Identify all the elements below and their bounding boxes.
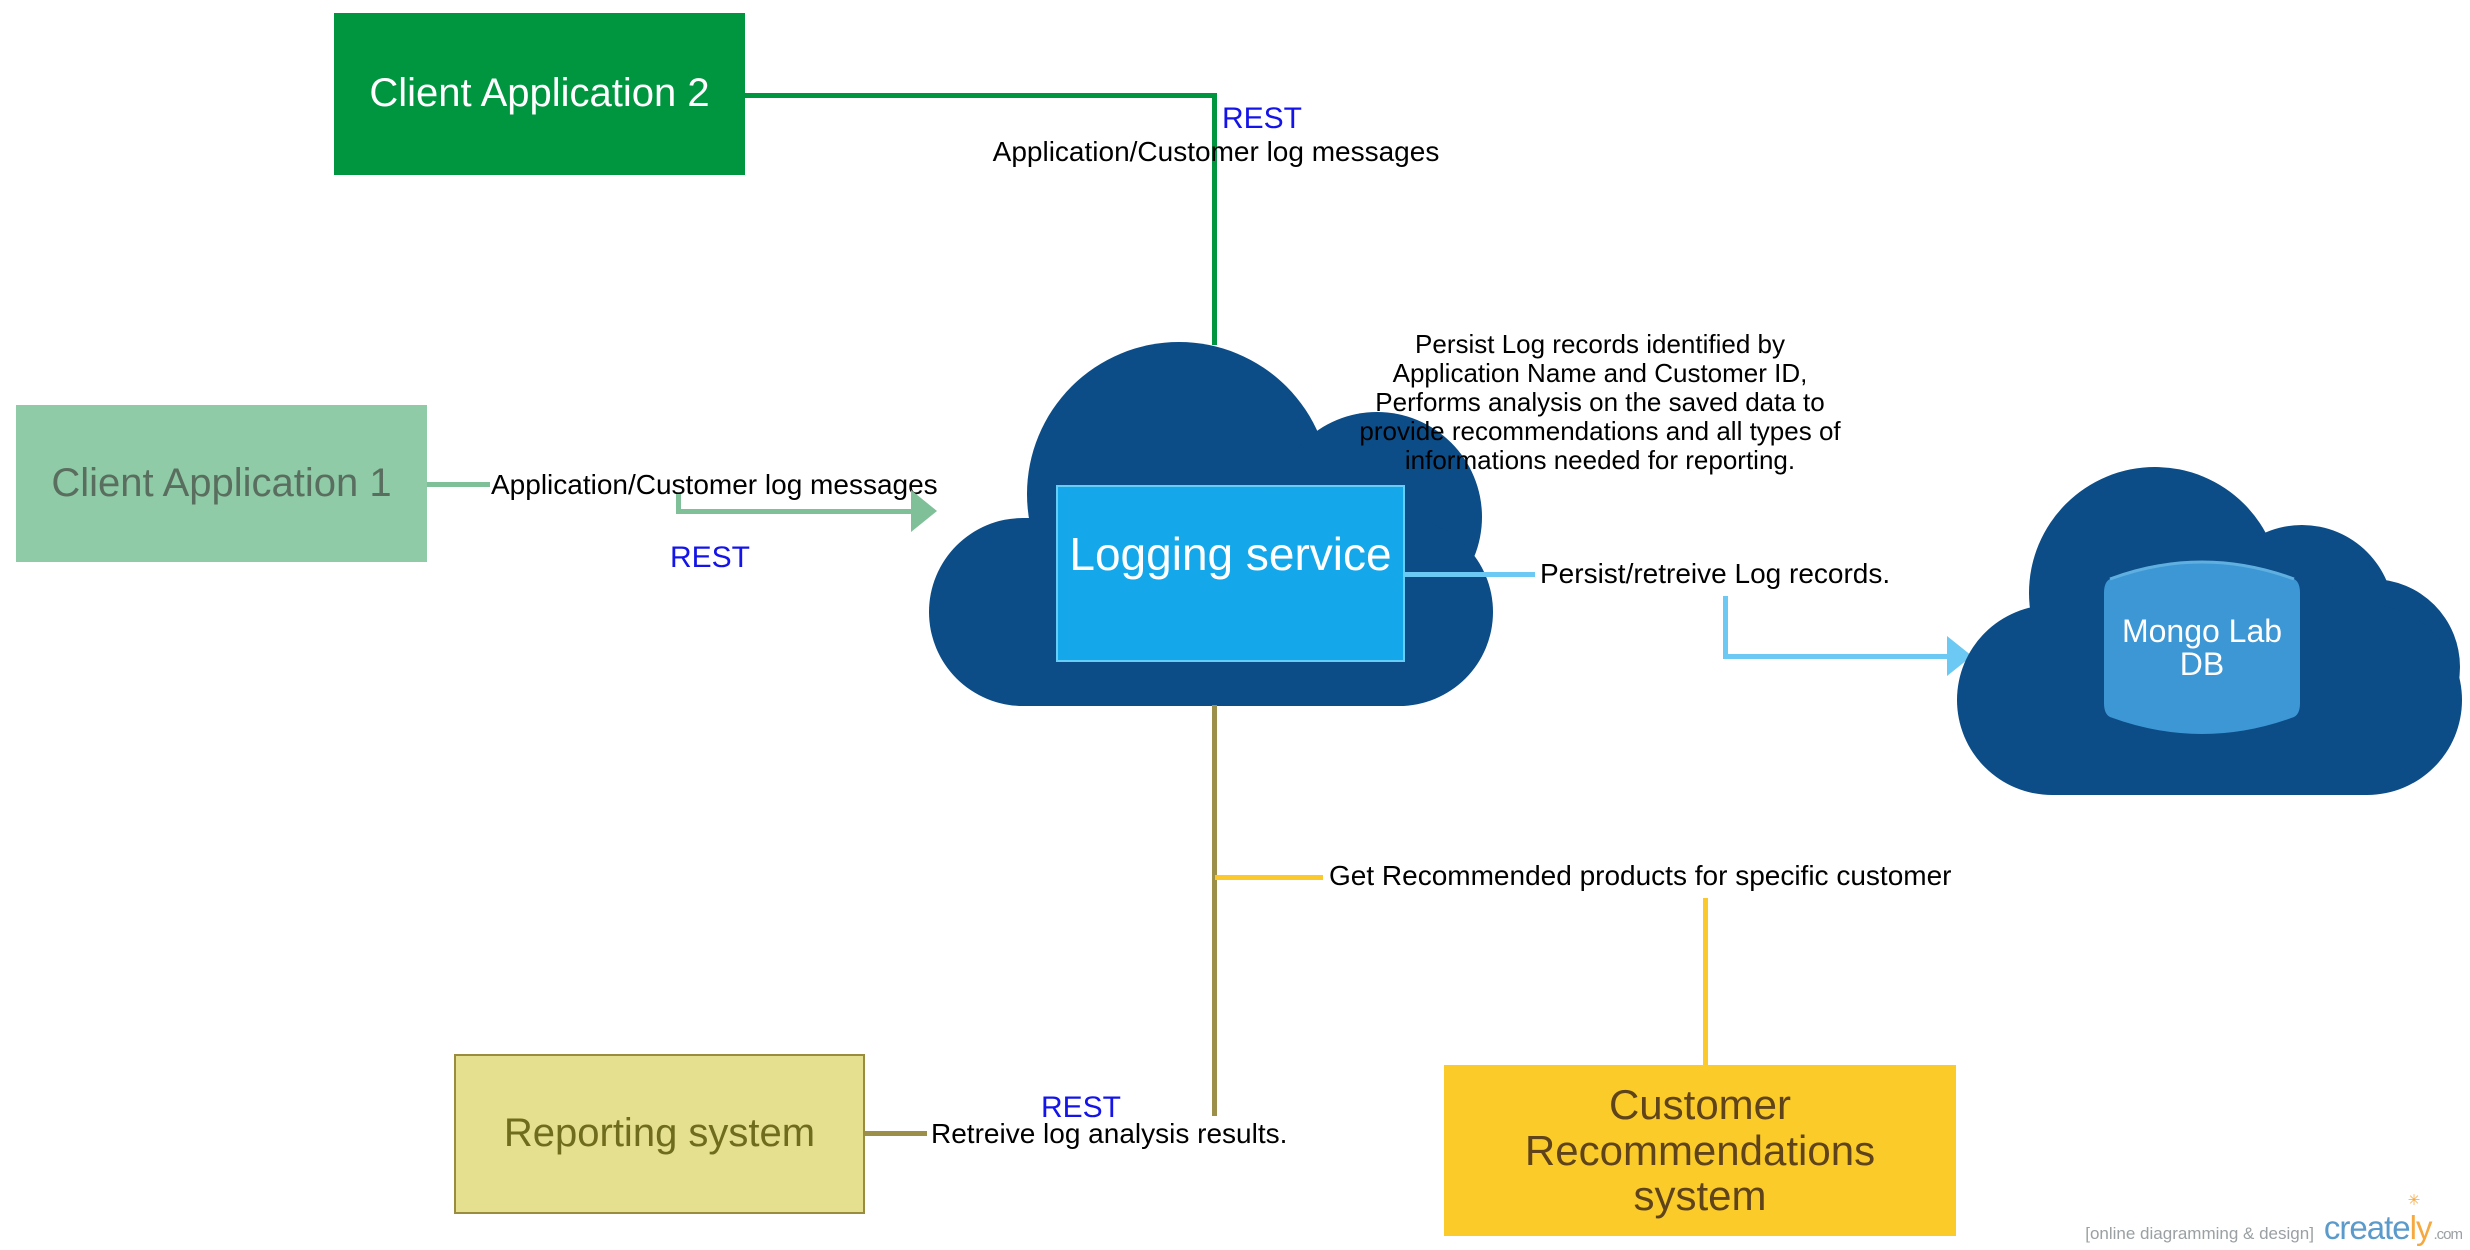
logging-service-label: Logging service <box>1069 527 1392 580</box>
logging-mongo-line-horizontal <box>1723 654 1949 659</box>
creately-brand-primary: create <box>2323 1209 2411 1246</box>
message-label-left: Application/Customer log messages <box>491 469 938 500</box>
logging-mongo-line-stub <box>1405 572 1535 577</box>
logging-reporting-line-vertical <box>1212 705 1217 1116</box>
logging-reporting-line-stub <box>865 1131 927 1136</box>
retreive-results-label: Retreive log analysis results. <box>931 1118 1288 1149</box>
rest-label-top: REST <box>1222 102 1303 135</box>
mongo-db-label: Mongo Lab DB <box>2121 613 2283 682</box>
creately-brand-secondary: ✳ly <box>2408 1193 2433 1246</box>
get-recommended-label: Get Recommended products for specific cu… <box>1329 860 1952 891</box>
rest-label-bottom: REST <box>1041 1091 1122 1124</box>
customer-recommendations-label: Customer Recommendations system <box>1524 1081 1876 1220</box>
logging-mongo-line-vertical <box>1723 596 1728 657</box>
customer-recommendations-node: Customer Recommendations system <box>1444 1065 1956 1236</box>
reporting-system-label: Reporting system <box>503 1111 816 1156</box>
client-application-2-node: Client Application 2 <box>334 13 745 175</box>
app2-logging-line-vertical <box>1212 93 1217 345</box>
app1-logging-line-horizontal <box>676 509 914 514</box>
note-text: Persist Log records identified by Applic… <box>1359 329 1841 475</box>
client-application-1-node: Client Application 1 <box>16 405 427 562</box>
watermark-prefix: [online diagramming & design] <box>2085 1224 2314 1243</box>
app1-logging-line-vertical <box>676 494 681 513</box>
logging-customer-line-vertical <box>1703 898 1708 1065</box>
rest-label-left: REST <box>670 541 751 574</box>
logging-customer-line-stub <box>1215 875 1323 880</box>
app1-logging-arrowhead-icon <box>911 490 937 532</box>
watermark-domain-suffix: .com <box>2433 1226 2462 1243</box>
watermark: [online diagramming & design] create✳ly.… <box>2085 1193 2463 1246</box>
client-application-2-label: Client Application 2 <box>369 71 710 116</box>
sparkle-icon: ✳ <box>2407 1192 2421 1209</box>
mongo-db-cylinder-icon <box>2104 560 2300 734</box>
app1-logging-line-stub <box>427 482 490 487</box>
reporting-system-node: Reporting system <box>454 1054 865 1214</box>
persist-retreive-label: Persist/retreive Log records. <box>1540 558 1891 589</box>
creately-logo[interactable]: create✳ly.com <box>2323 1193 2463 1246</box>
client-application-1-label: Client Application 1 <box>51 460 392 505</box>
logging-service-box: Logging service <box>1056 485 1405 662</box>
message-label-top: Application/Customer log messages <box>992 136 1440 167</box>
creately-brand-secondary-text: ly <box>2409 1209 2433 1246</box>
app2-logging-line-horizontal <box>745 93 1217 98</box>
